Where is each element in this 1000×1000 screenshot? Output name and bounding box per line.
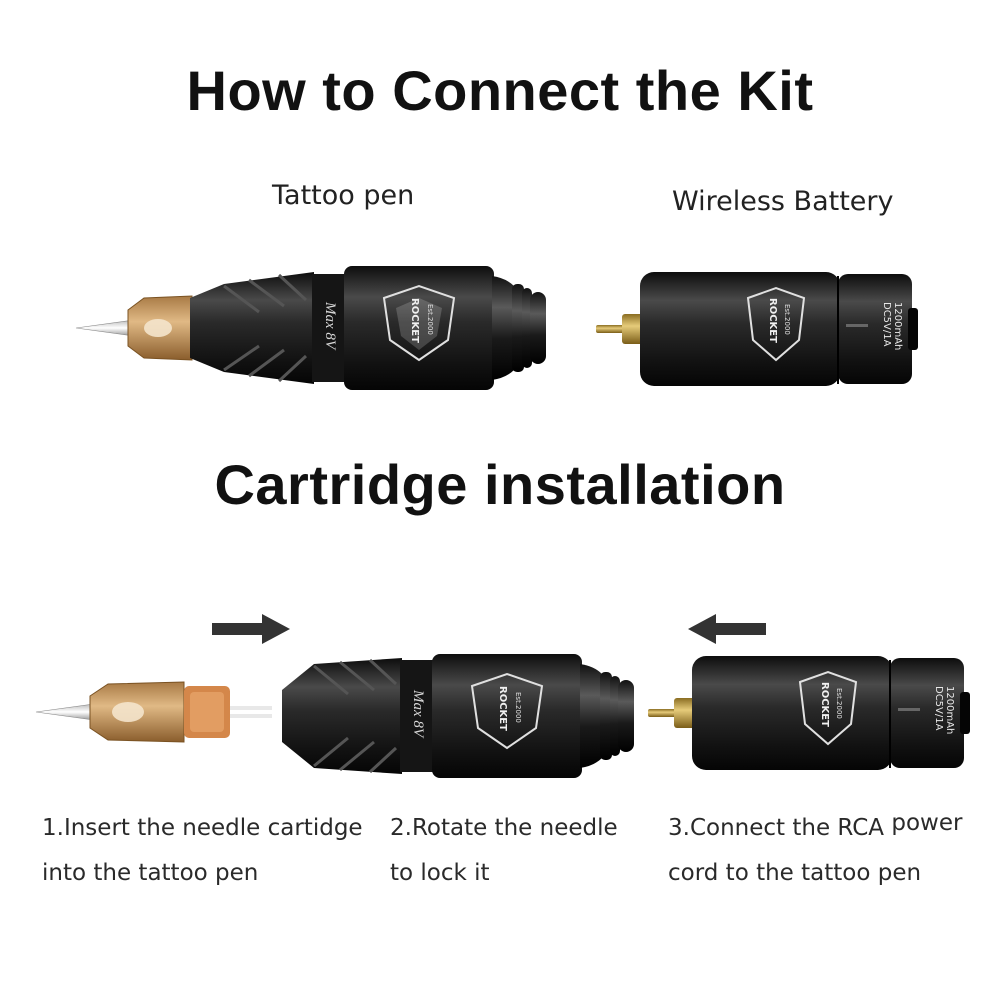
step-1-line-1: 1.Insert the needle cartidge xyxy=(42,815,363,841)
tattoo-pen-label: Tattoo pen xyxy=(272,180,415,211)
step-1-line-2: into the tattoo pen xyxy=(42,860,259,886)
est-text: Est.2000 xyxy=(514,692,522,723)
brand-text: ROCKET xyxy=(409,298,420,343)
rocket-logo: ROCKET Est.2000 xyxy=(470,672,544,750)
step-3-line-1b: power xyxy=(891,810,963,836)
connect-kit-heading: How to Connect the Kit xyxy=(0,58,1000,123)
battery-spec-2: 1200mAh xyxy=(892,302,903,350)
wireless-battery-image: DC5V/1A 1200mAh ROCKET Est.2000 xyxy=(596,272,918,386)
battery-spec-2: 1200mAh xyxy=(944,686,955,734)
est-text: Est.2000 xyxy=(426,304,434,335)
battery-spec-1: DC5V/1A xyxy=(881,302,892,347)
arrow-left-icon xyxy=(688,614,766,644)
brand-text: ROCKET xyxy=(767,298,778,343)
brand-text: ROCKET xyxy=(819,682,830,727)
connect-heading-highlight: How to xyxy=(184,58,378,123)
tattoo-pen-body-image: Max 8V ROCKET Est.2000 xyxy=(282,654,634,778)
rocket-logo: ROCKET Est.2000 xyxy=(798,670,858,746)
step-1-text: 1.Insert the needle cartidge into the ta… xyxy=(42,806,363,896)
est-text: Est.2000 xyxy=(783,304,791,335)
cartridge-heading-highlight: installation xyxy=(481,452,788,517)
wireless-battery-image-2: DC5V/1A 1200mAh ROCKET Est.2000 xyxy=(648,656,970,770)
step-2-text: 2.Rotate the needle to lock it xyxy=(390,806,618,896)
rocket-logo: ROCKET Est.2000 xyxy=(382,284,456,362)
step-2-line-2: to lock it xyxy=(390,860,490,886)
pen-model-text: Max 8V xyxy=(322,301,338,351)
cartridge-heading-suffix: installation xyxy=(483,453,786,516)
cartridge-installation-heading: Cartridge installation xyxy=(0,452,1000,517)
brand-text: ROCKET xyxy=(497,686,508,731)
step-2-line-1: 2.Rotate the needle xyxy=(390,815,618,841)
tattoo-pen-image: Max 8V ROCKET Est.2000 xyxy=(75,266,546,390)
arrow-right-icon xyxy=(212,614,290,644)
step-3-line-1a: 3.Connect the RCA xyxy=(668,815,892,841)
wireless-battery-label: Wireless Battery xyxy=(672,186,894,217)
cartridge-heading-prefix: Cartridge xyxy=(214,453,484,516)
connect-heading-prefix: How to xyxy=(186,59,377,122)
est-text: Est.2000 xyxy=(835,688,843,719)
pen-model-text: Max 8V xyxy=(410,689,426,739)
connect-heading-suffix: Connect the Kit xyxy=(376,59,814,122)
battery-spec-1: DC5V/1A xyxy=(933,686,944,731)
step-3-line-2: cord to the tattoo pen xyxy=(668,860,922,886)
step-3-text: 3.Connect the RCA power cord to the tatt… xyxy=(668,806,962,896)
rocket-logo: ROCKET Est.2000 xyxy=(746,286,806,362)
needle-cartridge-image xyxy=(35,681,272,743)
